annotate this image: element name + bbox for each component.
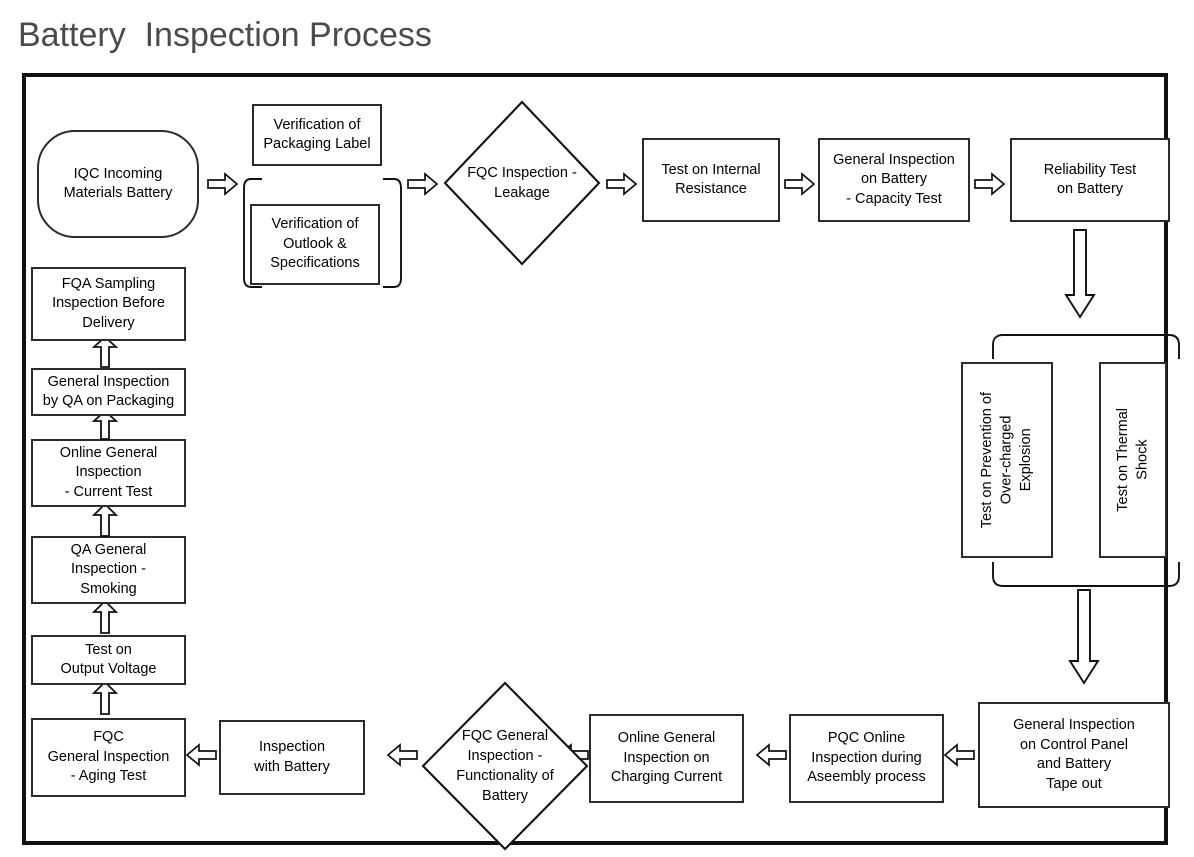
- node-fqc-general-inspection-functionality[interactable]: FQC General Inspection - Functionality o…: [420, 680, 590, 852]
- arrow-verification-to-fqc-leakage: [407, 170, 439, 198]
- node-qa-general-inspection-smoking[interactable]: QA General Inspection - Smoking: [31, 536, 186, 604]
- arrow-control-panel-to-pqc: [943, 741, 975, 769]
- arrow-qa-packaging-to-fqa-sampling: [91, 335, 119, 369]
- node-test-prevention-overcharged-explosion[interactable]: Test on Prevention of Over-charged Explo…: [961, 362, 1053, 558]
- node-fqc-inspection-leakage[interactable]: FQC Inspection - Leakage: [442, 99, 602, 267]
- test-group-bottom-bracket: [991, 560, 1181, 588]
- node-general-inspection-by-qa-on-packaging[interactable]: General Inspection by QA on Packaging: [31, 368, 186, 416]
- page-title: Battery Inspection Process: [18, 16, 432, 54]
- node-general-inspection-capacity-test[interactable]: General Inspection on Battery - Capacity…: [818, 138, 970, 222]
- arrow-reliability-to-tests: [1062, 229, 1098, 319]
- verification-group-left-bracket: [242, 177, 264, 289]
- node-verify-packaging-label[interactable]: Verification of Packaging Label: [252, 104, 382, 166]
- node-online-general-inspection-charging-current[interactable]: Online General Inspection on Charging Cu…: [589, 714, 744, 803]
- arrow-output-voltage-to-smoking: [91, 599, 119, 635]
- test-group-top-bracket: [991, 333, 1181, 361]
- node-test-prevention-overcharged-explosion-label: Test on Prevention of Over-charged Explo…: [978, 391, 1034, 529]
- node-inspection-with-battery[interactable]: Inspection with Battery: [219, 720, 365, 795]
- node-verify-outlook-specifications[interactable]: Verification of Outlook & Specifications: [250, 204, 380, 285]
- node-pqc-online-inspection-assembly[interactable]: PQC Online Inspection during Aseembly pr…: [789, 714, 944, 803]
- node-general-inspection-control-panel[interactable]: General Inspection on Control Panel and …: [978, 702, 1170, 808]
- arrow-aging-test-to-output-voltage: [91, 680, 119, 716]
- node-test-internal-resistance[interactable]: Test on Internal Resistance: [642, 138, 780, 222]
- node-iqc-incoming[interactable]: IQC Incoming Materials Battery: [37, 130, 199, 238]
- verification-group-right-bracket: [381, 177, 403, 289]
- node-reliability-test-on-battery[interactable]: Reliability Test on Battery: [1010, 138, 1170, 222]
- arrow-inspection-to-aging-test: [185, 741, 217, 769]
- arrow-fqc-leakage-to-resistance: [606, 170, 638, 198]
- arrow-functionality-to-inspection-with-battery: [386, 741, 418, 769]
- node-fqa-sampling-inspection-before-delivery[interactable]: FQA Sampling Inspection Before Delivery: [31, 267, 186, 341]
- arrow-pqc-to-charging-current: [755, 741, 787, 769]
- arrow-smoking-to-current-test: [91, 502, 119, 538]
- node-fqc-general-inspection-functionality-label: FQC General Inspection - Functionality o…: [456, 728, 554, 804]
- node-test-thermal-shock-label: Test on Thermal Shock: [1114, 408, 1151, 512]
- arrow-iqc-to-verification: [207, 170, 239, 198]
- node-test-on-output-voltage[interactable]: Test on Output Voltage: [31, 635, 186, 685]
- node-test-thermal-shock[interactable]: Test on Thermal Shock: [1099, 362, 1167, 558]
- node-online-general-inspection-current-test[interactable]: Online General Inspection - Current Test: [31, 439, 186, 507]
- arrow-current-test-to-qa-packaging: [91, 409, 119, 441]
- arrow-tests-to-control-panel: [1066, 589, 1102, 685]
- node-fqc-inspection-leakage-label: FQC Inspection - Leakage: [467, 165, 577, 201]
- node-fqc-general-inspection-aging-test[interactable]: FQC General Inspection - Aging Test: [31, 718, 186, 797]
- arrow-capacity-to-reliability: [974, 170, 1006, 198]
- diagram-frame: IQC Incoming Materials Battery Verificat…: [22, 73, 1180, 851]
- arrow-resistance-to-capacity: [784, 170, 816, 198]
